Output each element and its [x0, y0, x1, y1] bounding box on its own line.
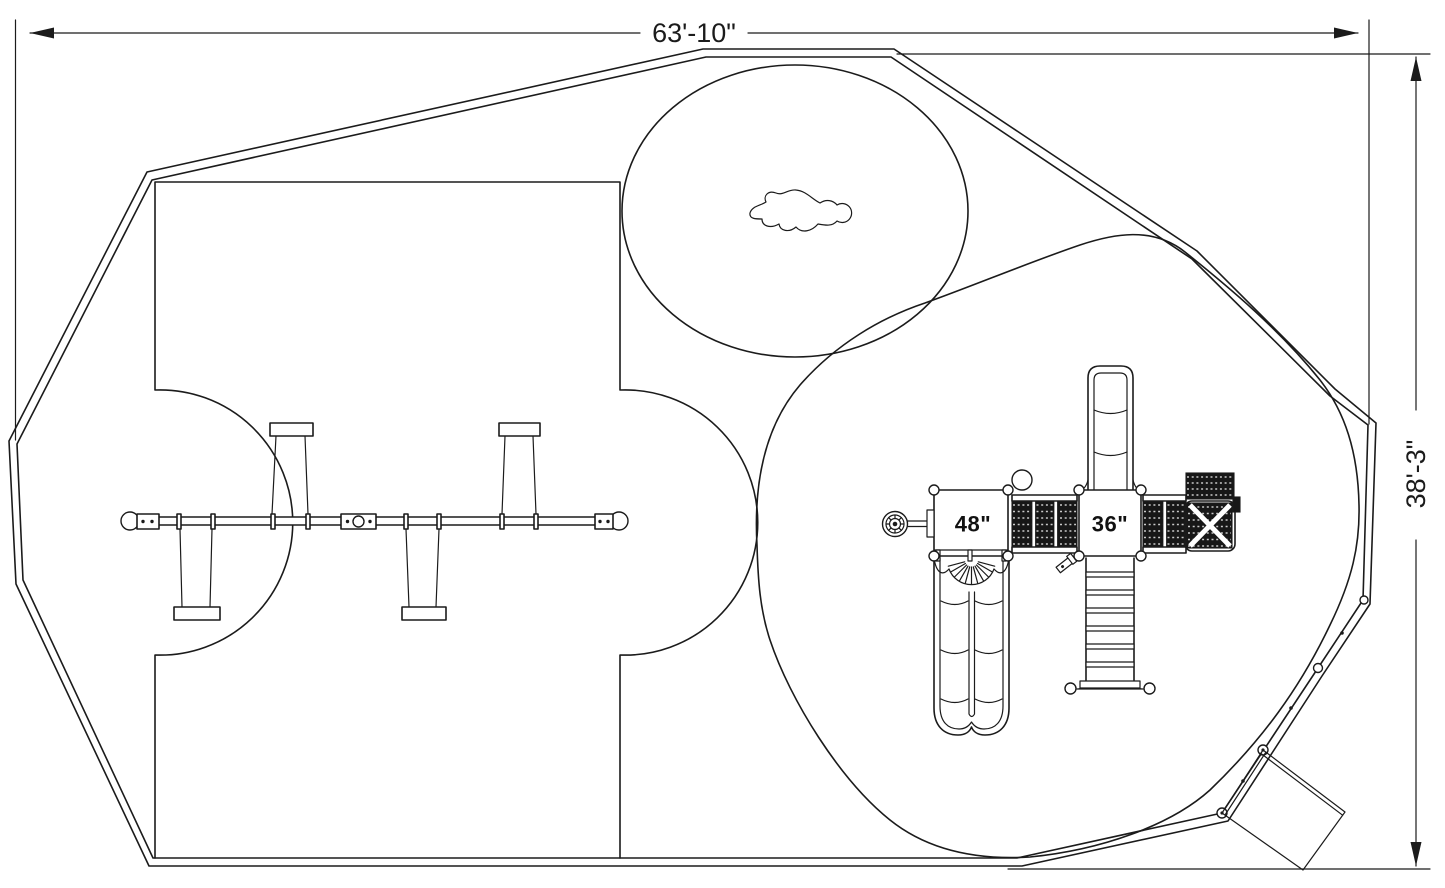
height-dimension: 38'-3"	[896, 53, 1431, 870]
bridge-plank-divider	[1053, 500, 1058, 548]
post-circle	[1359, 595, 1369, 605]
bridge-rail	[1142, 546, 1187, 554]
width-dimension-label: 63'-10"	[652, 18, 736, 48]
swing-zone-border	[154, 181, 759, 859]
ramp-inner-edge	[1224, 751, 1267, 816]
deck-36-platform	[1078, 489, 1142, 557]
deck-post	[1073, 484, 1085, 496]
height-dimension-label: 38'-3"	[1401, 440, 1431, 509]
swing-set	[120, 422, 629, 621]
play-zone-outline	[755, 233, 1360, 859]
upper-slide-inner	[1093, 372, 1128, 493]
slide-entry-fan	[933, 557, 1010, 586]
x-cross-bands	[1188, 503, 1232, 548]
deck-48: 48"	[928, 484, 1014, 562]
connector-dots	[141, 519, 610, 524]
wheel-spokes	[885, 514, 905, 534]
deck-36-label: 36"	[1092, 512, 1128, 537]
beam-center-cap	[352, 515, 365, 528]
double-slide-inner	[939, 557, 1004, 730]
bridge-plank-divider	[1162, 500, 1167, 548]
deck-post	[1002, 484, 1014, 496]
ladder-foot-post	[1064, 682, 1077, 695]
double-slide-outer	[933, 557, 1010, 736]
boulder-zone-circle	[621, 64, 969, 358]
width-dimension: 63'-10"	[14, 18, 1370, 441]
upper-slide-outer	[1087, 365, 1134, 493]
bridge-rail	[1011, 494, 1078, 502]
deck-post	[928, 484, 940, 496]
x-climber-frame	[1184, 500, 1236, 552]
swing-hangers	[176, 513, 539, 530]
play-structure: 48" 36"	[881, 365, 1241, 736]
ladder-foot-post	[1143, 682, 1156, 695]
beam-end-connector	[594, 513, 614, 530]
deck-48-label: 48"	[955, 512, 991, 537]
swing-seat	[498, 422, 541, 437]
upper-slide	[1076, 365, 1144, 493]
mesh-bridge-left	[1011, 494, 1078, 554]
ladder-rungs	[1085, 571, 1135, 668]
dimension-arrow-right-icon	[1334, 27, 1358, 39]
swing-seat	[269, 422, 314, 437]
deck-36: 36"	[1073, 484, 1147, 562]
double-slide	[933, 557, 1010, 736]
swing-seat	[173, 606, 221, 621]
deck-post	[928, 550, 940, 562]
ball-icon	[1011, 469, 1033, 491]
post-dot	[1340, 631, 1344, 635]
deck-post	[1135, 550, 1147, 562]
upper-slide-section-divider	[1093, 451, 1128, 457]
swing-seat	[401, 606, 447, 621]
site-boundary-outer-line	[8, 48, 1377, 867]
ramp-outline	[1221, 749, 1346, 871]
steering-wheel-icon	[881, 509, 935, 538]
boulder-zone	[621, 64, 969, 358]
fan-radial-lines	[947, 561, 996, 585]
ladder-bottom-bar	[1079, 680, 1141, 689]
site-boundary	[8, 48, 1377, 867]
bridge-rail	[1011, 546, 1078, 554]
bridge-plank-divider	[1031, 500, 1036, 548]
dimension-arrow-down-icon	[1410, 842, 1422, 866]
mesh-bridge-right	[1142, 494, 1187, 554]
boulder-rock-outline	[749, 189, 853, 232]
connector-dot	[368, 519, 372, 524]
edge-strip-and-ramp	[1216, 595, 1369, 871]
swing-ropes	[179, 435, 537, 608]
upper-slide-section-divider	[1093, 409, 1128, 415]
play-zone-border	[755, 233, 1360, 859]
access-ladder	[1055, 552, 1156, 695]
access-ramp	[1221, 749, 1346, 871]
gate-icon	[1055, 552, 1078, 574]
deck-post	[1135, 484, 1147, 496]
bridge-mesh	[1011, 500, 1078, 548]
wheel-mount	[926, 509, 935, 538]
ramp-inner-edge	[1259, 752, 1344, 816]
swing-area-outline	[154, 181, 759, 859]
post-dot	[1289, 706, 1293, 710]
deck-post	[1073, 550, 1085, 562]
deck-post	[1002, 550, 1014, 562]
connector-dot	[345, 519, 350, 524]
beam-end-connector	[136, 513, 160, 530]
net-climber-assembly	[1184, 472, 1241, 552]
slide-lane-dividers	[940, 600, 1003, 704]
dimension-arrow-up-icon	[1410, 57, 1422, 81]
dimension-arrow-left-icon	[30, 27, 54, 39]
slide-center-divider	[968, 591, 976, 718]
post-circle	[1312, 662, 1324, 674]
site-boundary-inner-line	[16, 56, 1369, 859]
bridge-rail	[1142, 494, 1187, 502]
net-connector	[1232, 496, 1241, 513]
